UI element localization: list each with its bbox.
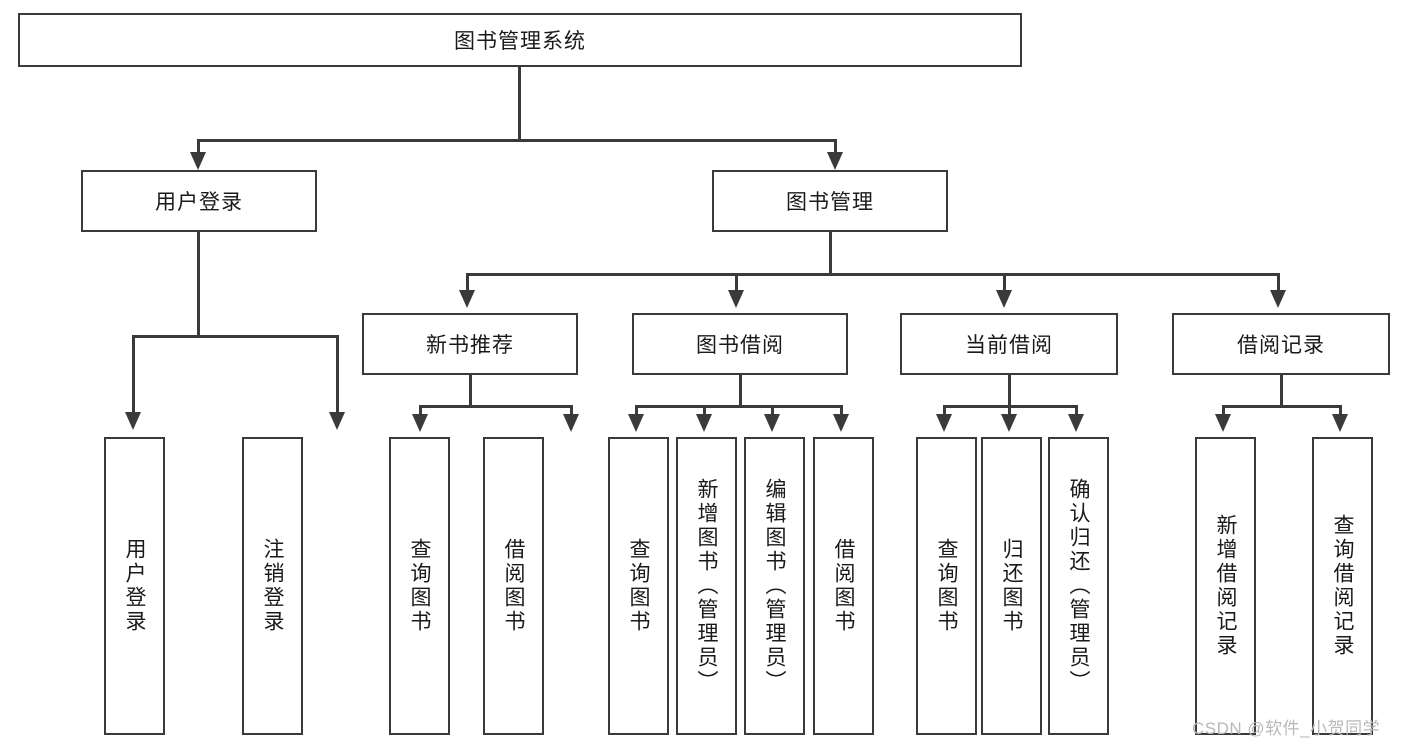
edge-bm-drop-1 (466, 273, 469, 295)
leaf-borrow-book-recommend[interactable]: 借阅图书 (483, 437, 544, 735)
arrow-to-leaf-borrow-book-2 (833, 414, 849, 432)
edge-nbr-drop-1 (419, 405, 422, 419)
arrow-to-leaf-query-book-2 (628, 414, 644, 432)
arrow-to-leaf-query-book-3 (936, 414, 952, 432)
edge-cb-drop-2 (1008, 405, 1011, 419)
edge-bb-down (739, 375, 742, 408)
edge-cb-drop-3 (1075, 405, 1078, 419)
node-new-book-recommend[interactable]: 新书推荐 (362, 313, 578, 375)
leaf-query-book-borrow[interactable]: 查询图书 (608, 437, 669, 735)
leaf-logout-login[interactable]: 注销登录 (242, 437, 303, 735)
arrow-to-borrow-record (1270, 290, 1286, 308)
node-book-management[interactable]: 图书管理 (712, 170, 948, 232)
edge-nbr-down (469, 375, 472, 408)
arrow-to-leaf-query-book-1 (412, 414, 428, 432)
csdn-watermark: CSDN @软件_小贺同学 (1192, 719, 1381, 738)
arrow-to-leaf-add-book (696, 414, 712, 432)
leaf-return-book[interactable]: 归还图书 (981, 437, 1042, 735)
edge-bb-drop-1 (635, 405, 638, 419)
arrow-to-leaf-user-login (125, 412, 141, 430)
edge-bb-bar (635, 405, 843, 408)
edge-book-management-down (829, 232, 832, 276)
edge-br-drop-2 (1339, 405, 1342, 419)
leaf-query-borrow-record[interactable]: 查询借阅记录 (1312, 437, 1373, 735)
node-user-login[interactable]: 用户登录 (81, 170, 317, 232)
leaf-edit-book[interactable]: 编辑图书（管理员） (744, 437, 805, 735)
edge-nbr-bar (419, 405, 573, 408)
edge-cb-drop-1 (943, 405, 946, 419)
leaf-borrow-book-borrow[interactable]: 借阅图书 (813, 437, 874, 735)
node-current-borrow[interactable]: 当前借阅 (900, 313, 1118, 375)
edge-br-down (1280, 375, 1283, 408)
leaf-user-login[interactable]: 用户登录 (104, 437, 165, 735)
arrow-to-leaf-query-record (1332, 414, 1348, 432)
leaf-add-borrow-record[interactable]: 新增借阅记录 (1195, 437, 1256, 735)
edge-bm-drop-2 (735, 273, 738, 295)
edge-bb-drop-4 (840, 405, 843, 419)
arrow-to-leaf-return-book (1001, 414, 1017, 432)
leaf-confirm-return[interactable]: 确认归还（管理员） (1048, 437, 1109, 735)
edge-user-login-drop-1 (132, 335, 135, 417)
edge-br-drop-1 (1222, 405, 1225, 419)
edge-user-login-bar (132, 335, 339, 338)
edge-root-left-drop (197, 139, 200, 164)
edge-bm-drop-4 (1277, 273, 1280, 295)
node-book-borrow[interactable]: 图书借阅 (632, 313, 848, 375)
edge-br-bar (1222, 405, 1342, 408)
arrow-to-new-book-recommend (459, 290, 475, 308)
edge-root-right-drop (834, 139, 837, 164)
node-root[interactable]: 图书管理系统 (18, 13, 1022, 67)
edge-user-login-down (197, 232, 200, 337)
arrow-to-user-login (190, 152, 206, 170)
node-borrow-record[interactable]: 借阅记录 (1172, 313, 1390, 375)
arrow-to-leaf-confirm-return (1068, 414, 1084, 432)
edge-bm-drop-3 (1003, 273, 1006, 295)
leaf-query-book-recommend[interactable]: 查询图书 (389, 437, 450, 735)
leaf-query-book-current[interactable]: 查询图书 (916, 437, 977, 735)
edge-user-login-drop-2 (336, 335, 339, 417)
arrow-to-book-management (827, 152, 843, 170)
edge-cb-down (1008, 375, 1011, 408)
arrow-to-leaf-edit-book (764, 414, 780, 432)
edge-bb-drop-2 (703, 405, 706, 419)
arrow-to-book-borrow (728, 290, 744, 308)
edge-bb-drop-3 (771, 405, 774, 419)
leaf-add-book[interactable]: 新增图书（管理员） (676, 437, 737, 735)
arrow-to-leaf-add-record (1215, 414, 1231, 432)
edge-nbr-drop-2 (570, 405, 573, 419)
edge-root-down (518, 67, 521, 141)
arrow-to-leaf-logout-login (329, 412, 345, 430)
arrow-to-current-borrow (996, 290, 1012, 308)
edge-root-bar (197, 139, 837, 142)
arrow-to-leaf-borrow-book-1 (563, 414, 579, 432)
edge-book-management-bar (466, 273, 1280, 276)
